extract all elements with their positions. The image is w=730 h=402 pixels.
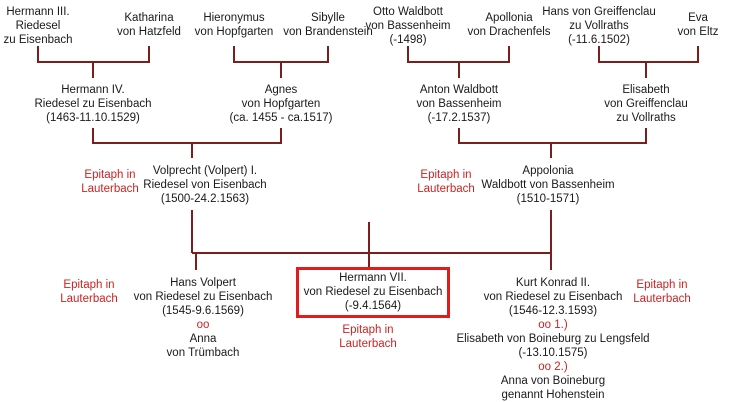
marriage-symbol-kurt-2: oo 2.) (538, 361, 568, 373)
person-hermann7: Hermann VII.von Riedesel zu Eisenbach(-9… (303, 272, 443, 312)
connector-children (191, 210, 552, 270)
marriage-symbol-hans-v: oo (196, 319, 210, 331)
connector-anton (407, 46, 510, 78)
highlight-box (296, 267, 450, 318)
connector-volprecht (92, 128, 282, 158)
connector-hermann4 (37, 46, 150, 78)
connector-appolonia (458, 128, 647, 158)
marriage-symbol-kurt-1: oo 1.) (538, 319, 568, 331)
connector-agnes (233, 46, 329, 78)
person-hermann4: Hermann IV.Riedesel zu Eisenbach(1463-11… (34, 84, 152, 124)
person-volprecht: Volprecht (Volpert) I.Riedesel von Eisen… (143, 165, 267, 205)
person-kurt: Kurt Konrad II.von Riedesel zu Eisenbach… (456, 277, 650, 401)
connector-elisabeth-g (598, 46, 699, 78)
